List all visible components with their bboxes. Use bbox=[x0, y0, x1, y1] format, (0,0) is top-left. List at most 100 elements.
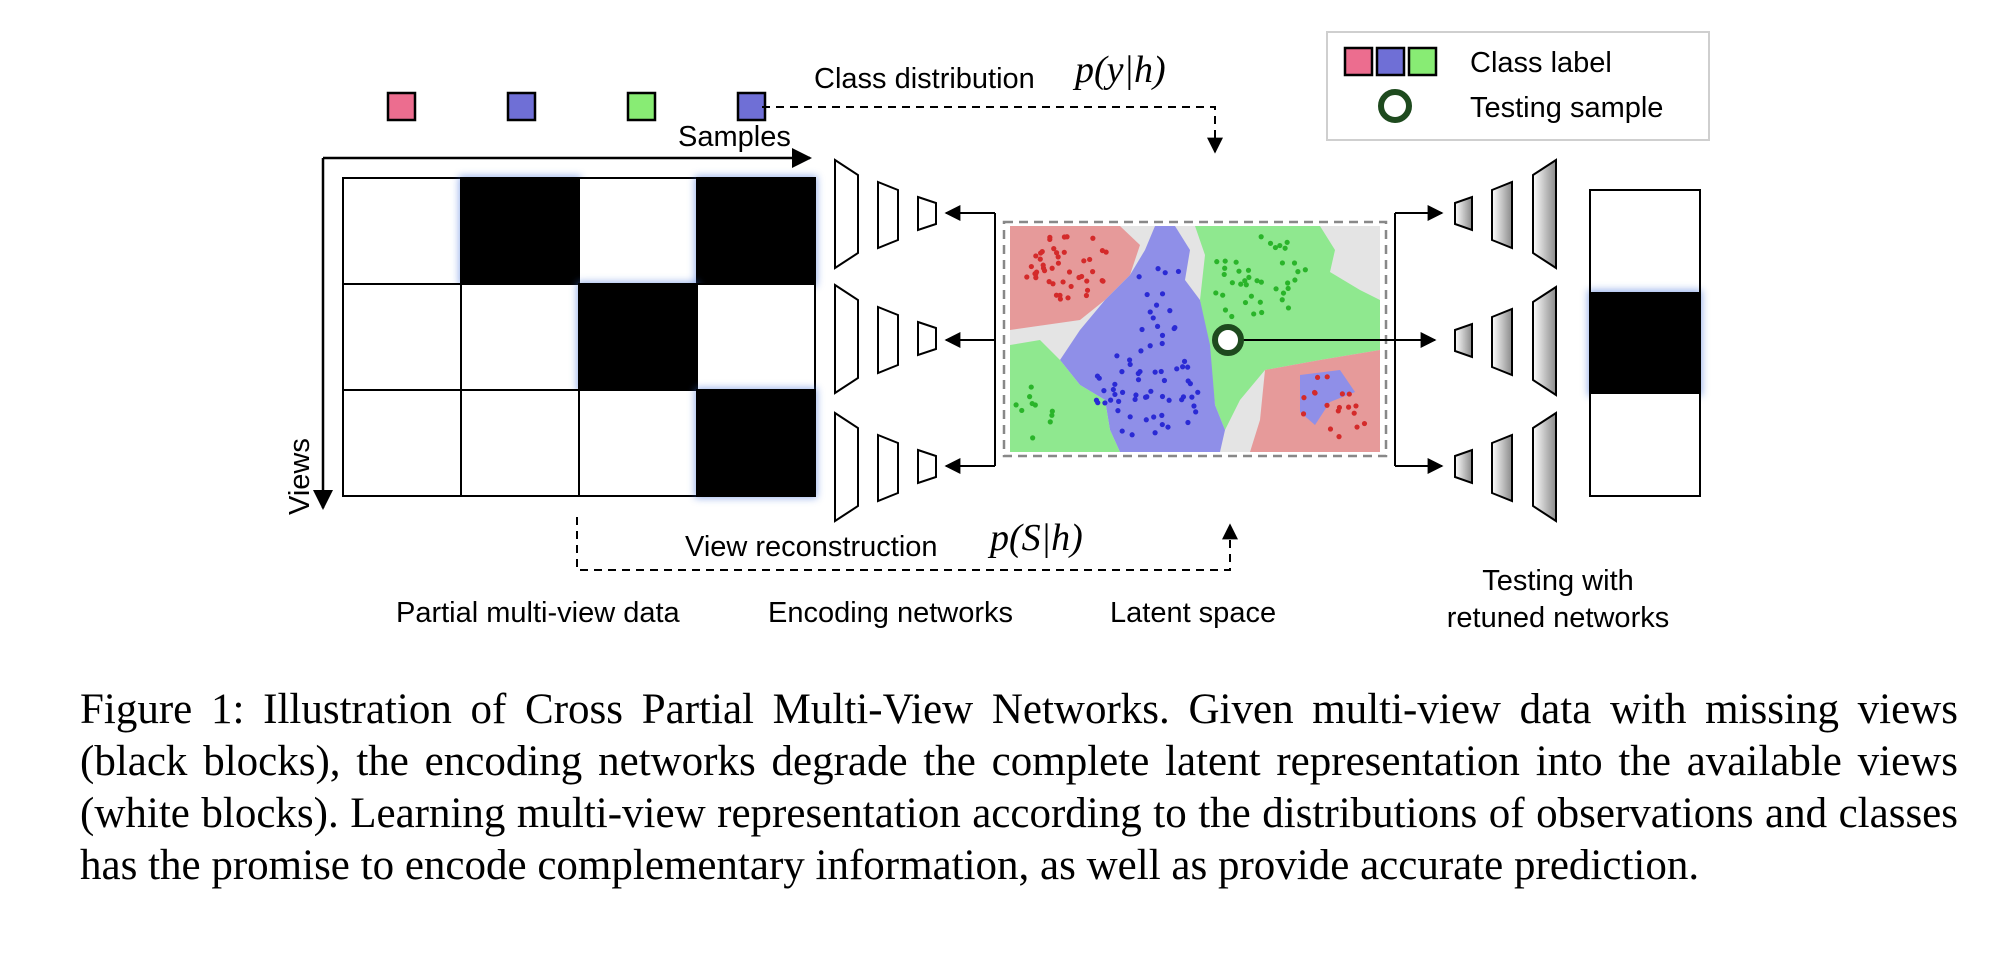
green-point bbox=[1273, 286, 1279, 292]
blue-point bbox=[1151, 414, 1157, 420]
green-point bbox=[1242, 299, 1249, 306]
view-reconstruction-label: View reconstruction bbox=[685, 531, 938, 563]
green-point bbox=[1282, 245, 1288, 251]
red-point bbox=[1087, 256, 1093, 263]
legend-swatch-1 bbox=[1343, 46, 1374, 77]
testing-sample-views bbox=[1588, 189, 1702, 497]
red-point bbox=[1354, 424, 1360, 430]
blue-point bbox=[1175, 268, 1182, 275]
blue-point bbox=[1119, 369, 1125, 375]
green-point bbox=[1267, 240, 1274, 246]
green-point bbox=[1214, 259, 1220, 265]
green-point bbox=[1254, 278, 1260, 284]
available-view-block bbox=[578, 389, 698, 497]
blue-point bbox=[1132, 396, 1138, 403]
red-point bbox=[1339, 391, 1345, 397]
green-point bbox=[1248, 293, 1254, 299]
green-point bbox=[1258, 279, 1264, 285]
green-point bbox=[1279, 260, 1286, 266]
blue-point bbox=[1119, 428, 1125, 434]
green-point bbox=[1285, 285, 1291, 292]
red-point bbox=[1068, 283, 1074, 290]
red-point bbox=[1099, 247, 1106, 254]
red-point bbox=[1314, 374, 1321, 381]
class-square-4 bbox=[736, 91, 767, 122]
red-point bbox=[1037, 256, 1043, 262]
blue-point bbox=[1171, 325, 1177, 332]
red-point bbox=[1311, 389, 1318, 396]
view-reconstruction-formula: p(S|h) bbox=[987, 517, 1083, 559]
green-point bbox=[1242, 278, 1248, 284]
red-point bbox=[1055, 260, 1062, 266]
red-point bbox=[1061, 249, 1067, 255]
latent-points bbox=[1013, 234, 1368, 441]
missing-view-block bbox=[696, 389, 816, 497]
blue-point bbox=[1112, 381, 1118, 387]
red-point bbox=[1081, 258, 1087, 264]
available-view-block bbox=[460, 389, 580, 497]
green-region-top bbox=[1195, 226, 1380, 430]
blue-point bbox=[1135, 377, 1142, 383]
green-point bbox=[1229, 280, 1235, 286]
blue-point bbox=[1139, 326, 1145, 333]
red-point bbox=[1346, 391, 1352, 397]
green-point bbox=[1013, 402, 1019, 408]
blue-point bbox=[1185, 378, 1191, 384]
blue-point bbox=[1159, 332, 1166, 338]
blue-point bbox=[1180, 364, 1186, 370]
red-point bbox=[1336, 434, 1342, 440]
missing-view-block bbox=[578, 283, 698, 391]
red-point bbox=[1061, 234, 1068, 240]
red-point bbox=[1051, 246, 1057, 252]
legend: Class label Testing sample bbox=[1326, 31, 1710, 141]
available-view-block bbox=[578, 177, 698, 285]
red-point bbox=[1033, 253, 1039, 259]
red-point bbox=[1301, 395, 1307, 401]
green-point bbox=[1222, 265, 1228, 271]
green-point bbox=[1236, 268, 1242, 274]
test-available-view bbox=[1590, 394, 1700, 496]
partial-multiview-label: Partial multi-view data bbox=[396, 597, 681, 629]
legend-testing-sample-text: Testing sample bbox=[1470, 92, 1663, 124]
red-point bbox=[1300, 411, 1307, 417]
blue-point bbox=[1112, 391, 1118, 398]
testing-label-line1: Testing with bbox=[1482, 565, 1634, 597]
green-point bbox=[1019, 407, 1025, 414]
blue-point bbox=[1147, 309, 1153, 315]
blue-point bbox=[1094, 373, 1101, 379]
blue-point bbox=[1165, 424, 1171, 430]
testing-sample-marker bbox=[1212, 324, 1244, 356]
green-point bbox=[1285, 305, 1292, 311]
blue-point bbox=[1189, 394, 1195, 400]
green-point bbox=[1222, 307, 1229, 313]
encoder-arrows bbox=[944, 205, 996, 474]
blue-point bbox=[1093, 397, 1100, 403]
green-point bbox=[1284, 239, 1290, 245]
blue-point bbox=[1159, 340, 1165, 347]
green-point bbox=[1295, 269, 1301, 275]
blue-point bbox=[1185, 364, 1191, 370]
available-view-block bbox=[696, 283, 816, 391]
available-view-block bbox=[342, 177, 462, 285]
blue-point bbox=[1129, 432, 1135, 438]
green-point bbox=[1028, 384, 1034, 390]
red-point bbox=[1084, 287, 1091, 293]
test-available-view bbox=[1590, 190, 1700, 292]
red-point bbox=[1046, 279, 1052, 285]
green-point bbox=[1246, 274, 1252, 281]
blue-point bbox=[1185, 419, 1191, 426]
figure-diagram: Class distribution p(y|h) Samples Views bbox=[284, 31, 1710, 634]
legend-swatch-2 bbox=[1375, 46, 1406, 77]
latent-space-map bbox=[1002, 220, 1388, 458]
green-region-left bbox=[1010, 340, 1120, 452]
green-point bbox=[1243, 282, 1249, 288]
retuned-row-1 bbox=[1454, 158, 1557, 270]
blue-point bbox=[1158, 368, 1164, 375]
blue-point bbox=[1148, 388, 1154, 394]
red-point bbox=[1084, 278, 1090, 284]
green-point bbox=[1027, 394, 1033, 400]
class-distribution-label: Class distribution bbox=[814, 63, 1035, 95]
red-point bbox=[1040, 265, 1047, 271]
green-point bbox=[1285, 280, 1291, 286]
blue-point bbox=[1167, 308, 1173, 314]
